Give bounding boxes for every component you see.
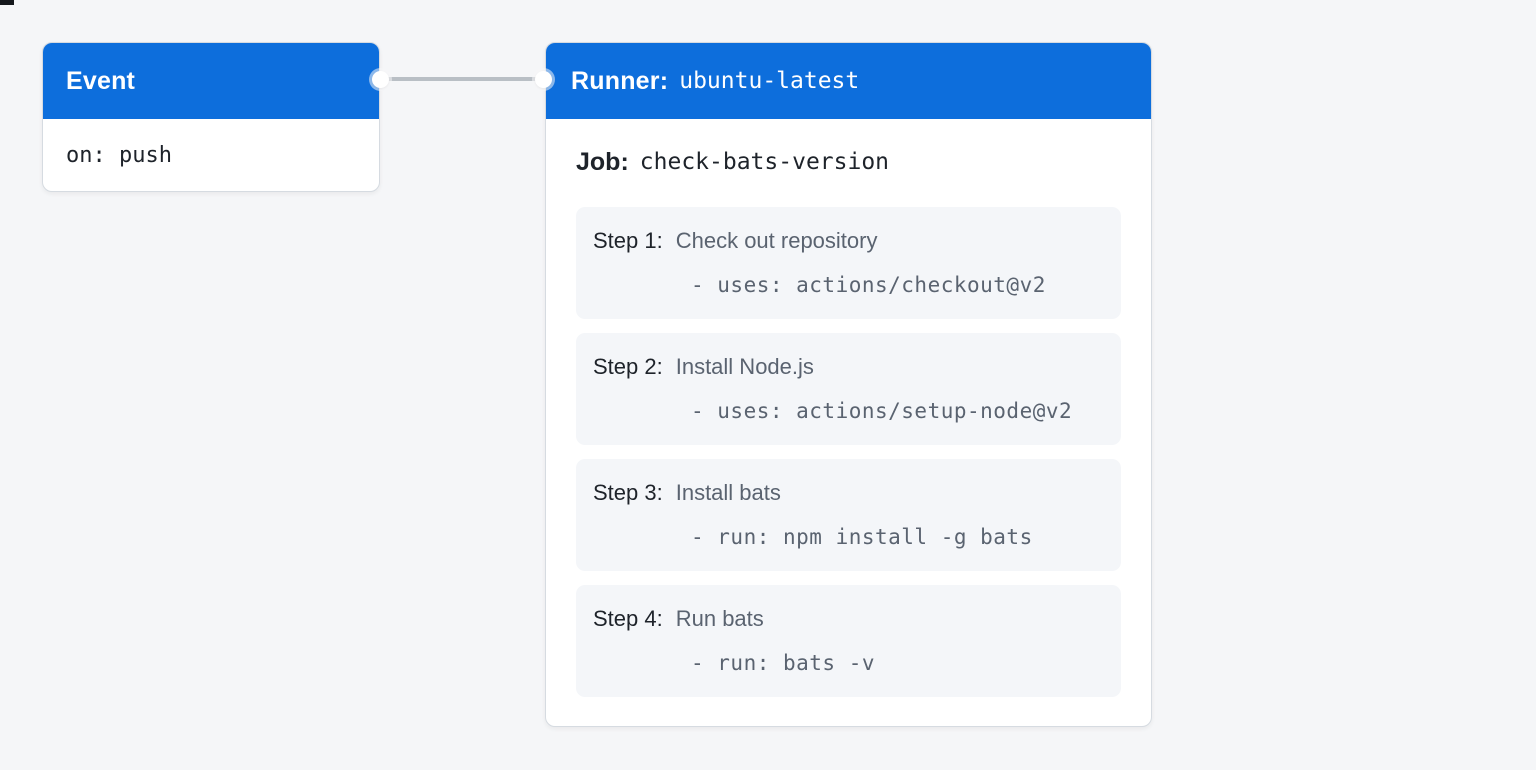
step-item-1: Step 1: Check out repository - uses: act… [576, 207, 1121, 319]
step-2-name: Install Node.js [675, 354, 814, 379]
connector-dot-left [371, 70, 389, 88]
screenshot-artifact-mark [0, 0, 14, 5]
runner-body: Job: check-bats-version Step 1: Check ou… [546, 146, 1151, 697]
event-trigger-code: on: push [66, 143, 172, 168]
step-1-label: Step 1: [593, 228, 663, 253]
event-card-header: Event [43, 43, 379, 119]
event-card: Event on: push [42, 42, 380, 192]
job-value: check-bats-version [639, 149, 890, 175]
step-item-4: Step 4: Run bats - run: bats -v [576, 585, 1121, 697]
runner-title-value: ubuntu-latest [679, 68, 860, 94]
step-item-3: Step 3: Install bats - run: npm install … [576, 459, 1121, 571]
step-2-label: Step 2: [593, 354, 663, 379]
step-1-code: - uses: actions/checkout@v2 [691, 273, 1046, 297]
step-3-label: Step 3: [593, 480, 663, 505]
runner-card: Runner: ubuntu-latest Job: check-bats-ve… [545, 42, 1152, 727]
connector-dot-right [534, 70, 552, 88]
event-title: Event [66, 66, 136, 95]
steps-list: Step 1: Check out repository - uses: act… [576, 207, 1121, 697]
step-3-name: Install bats [675, 480, 781, 505]
step-2-code: - uses: actions/setup-node@v2 [691, 399, 1073, 423]
job-line: Job: check-bats-version [576, 146, 1121, 178]
connector-line [380, 77, 545, 81]
step-4-label: Step 4: [593, 606, 663, 631]
job-label: Job: [576, 147, 629, 176]
runner-card-header: Runner: ubuntu-latest [546, 43, 1151, 119]
runner-title-label: Runner: [571, 66, 669, 95]
step-3-code: - run: npm install -g bats [691, 525, 1033, 549]
step-4-code: - run: bats -v [691, 651, 876, 675]
step-item-2: Step 2: Install Node.js - uses: actions/… [576, 333, 1121, 445]
step-4-name: Run bats [675, 606, 764, 631]
step-1-name: Check out repository [675, 228, 878, 253]
